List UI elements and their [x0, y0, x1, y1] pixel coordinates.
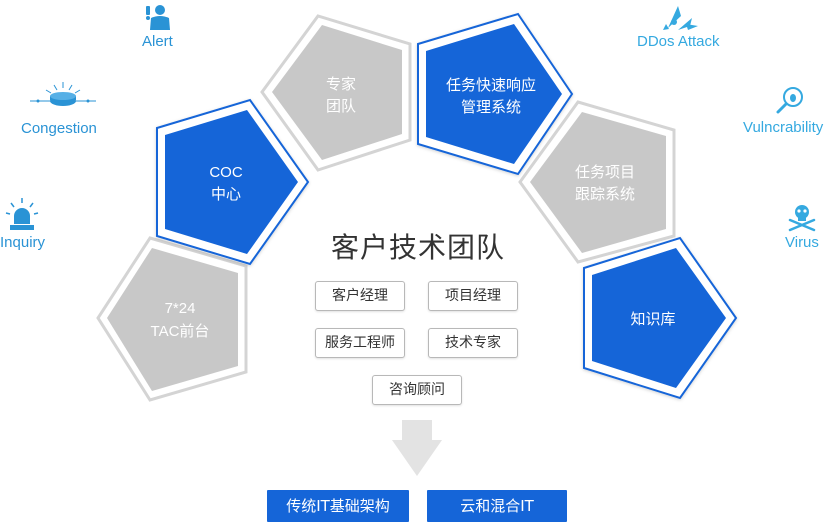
role-project-manager: 项目经理 — [428, 281, 518, 311]
center-title: 客户技术团队 — [330, 231, 505, 264]
pentagon-coc: COC 中心 — [156, 98, 310, 266]
pentagon-tracking-system: 任务项目 跟踪系统 — [518, 100, 676, 264]
pentagon-expert-line1: 专家 — [326, 76, 356, 93]
siren-icon — [5, 198, 39, 230]
role-account-manager: 客户经理 — [315, 281, 405, 311]
magnifier-bug-icon — [776, 87, 803, 114]
role-service-engineer: 服务工程师 — [315, 328, 405, 358]
traditional-it-button[interactable]: 传统IT基础架构 — [267, 490, 409, 522]
alert-user-icon — [146, 5, 170, 30]
pentagon-coc-line1: COC — [209, 164, 243, 181]
down-arrow-icon — [392, 420, 442, 476]
pentagon-tac-line2: TAC前台 — [151, 323, 210, 340]
pentagon-knowledge-line1: 知识库 — [630, 311, 675, 328]
skull-icon — [788, 205, 816, 232]
pentagon-response-line2: 管理系统 — [461, 99, 521, 116]
pentagon-tracking-line1: 任务项目 — [575, 164, 635, 181]
pentagon-response-system: 任务快速响应 管理系统 — [417, 12, 574, 176]
pentagon-expert-team: 专家 团队 — [260, 14, 412, 172]
pentagon-tracking-line2: 跟踪系统 — [575, 186, 635, 203]
pentagon-response-line1: 任务快速响应 — [446, 76, 536, 94]
role-technical-expert: 技术专家 — [428, 328, 518, 358]
label-congestion: Congestion — [21, 120, 97, 137]
label-vulnerability: Vulncrability — [743, 119, 824, 136]
congestion-icon — [30, 82, 96, 106]
rocket-attack-icon — [663, 6, 698, 30]
pentagon-knowledge-base: 知识库 — [583, 236, 738, 400]
pentagon-coc-line2: 中心 — [211, 186, 241, 203]
role-consultant: 咨询顾问 — [372, 375, 462, 405]
pentagon-tac: 7*24 TAC前台 — [96, 236, 248, 402]
label-ddos: DDos Attack — [637, 33, 720, 50]
pentagon-expert-line2: 团队 — [326, 98, 356, 115]
pentagon-tac-line1: 7*24 — [165, 300, 196, 317]
label-alert: Alert — [142, 33, 173, 50]
label-virus: Virus — [785, 234, 819, 251]
label-inquiry: Inquiry — [0, 234, 46, 251]
cloud-hybrid-it-button[interactable]: 云和混合IT — [427, 490, 567, 522]
